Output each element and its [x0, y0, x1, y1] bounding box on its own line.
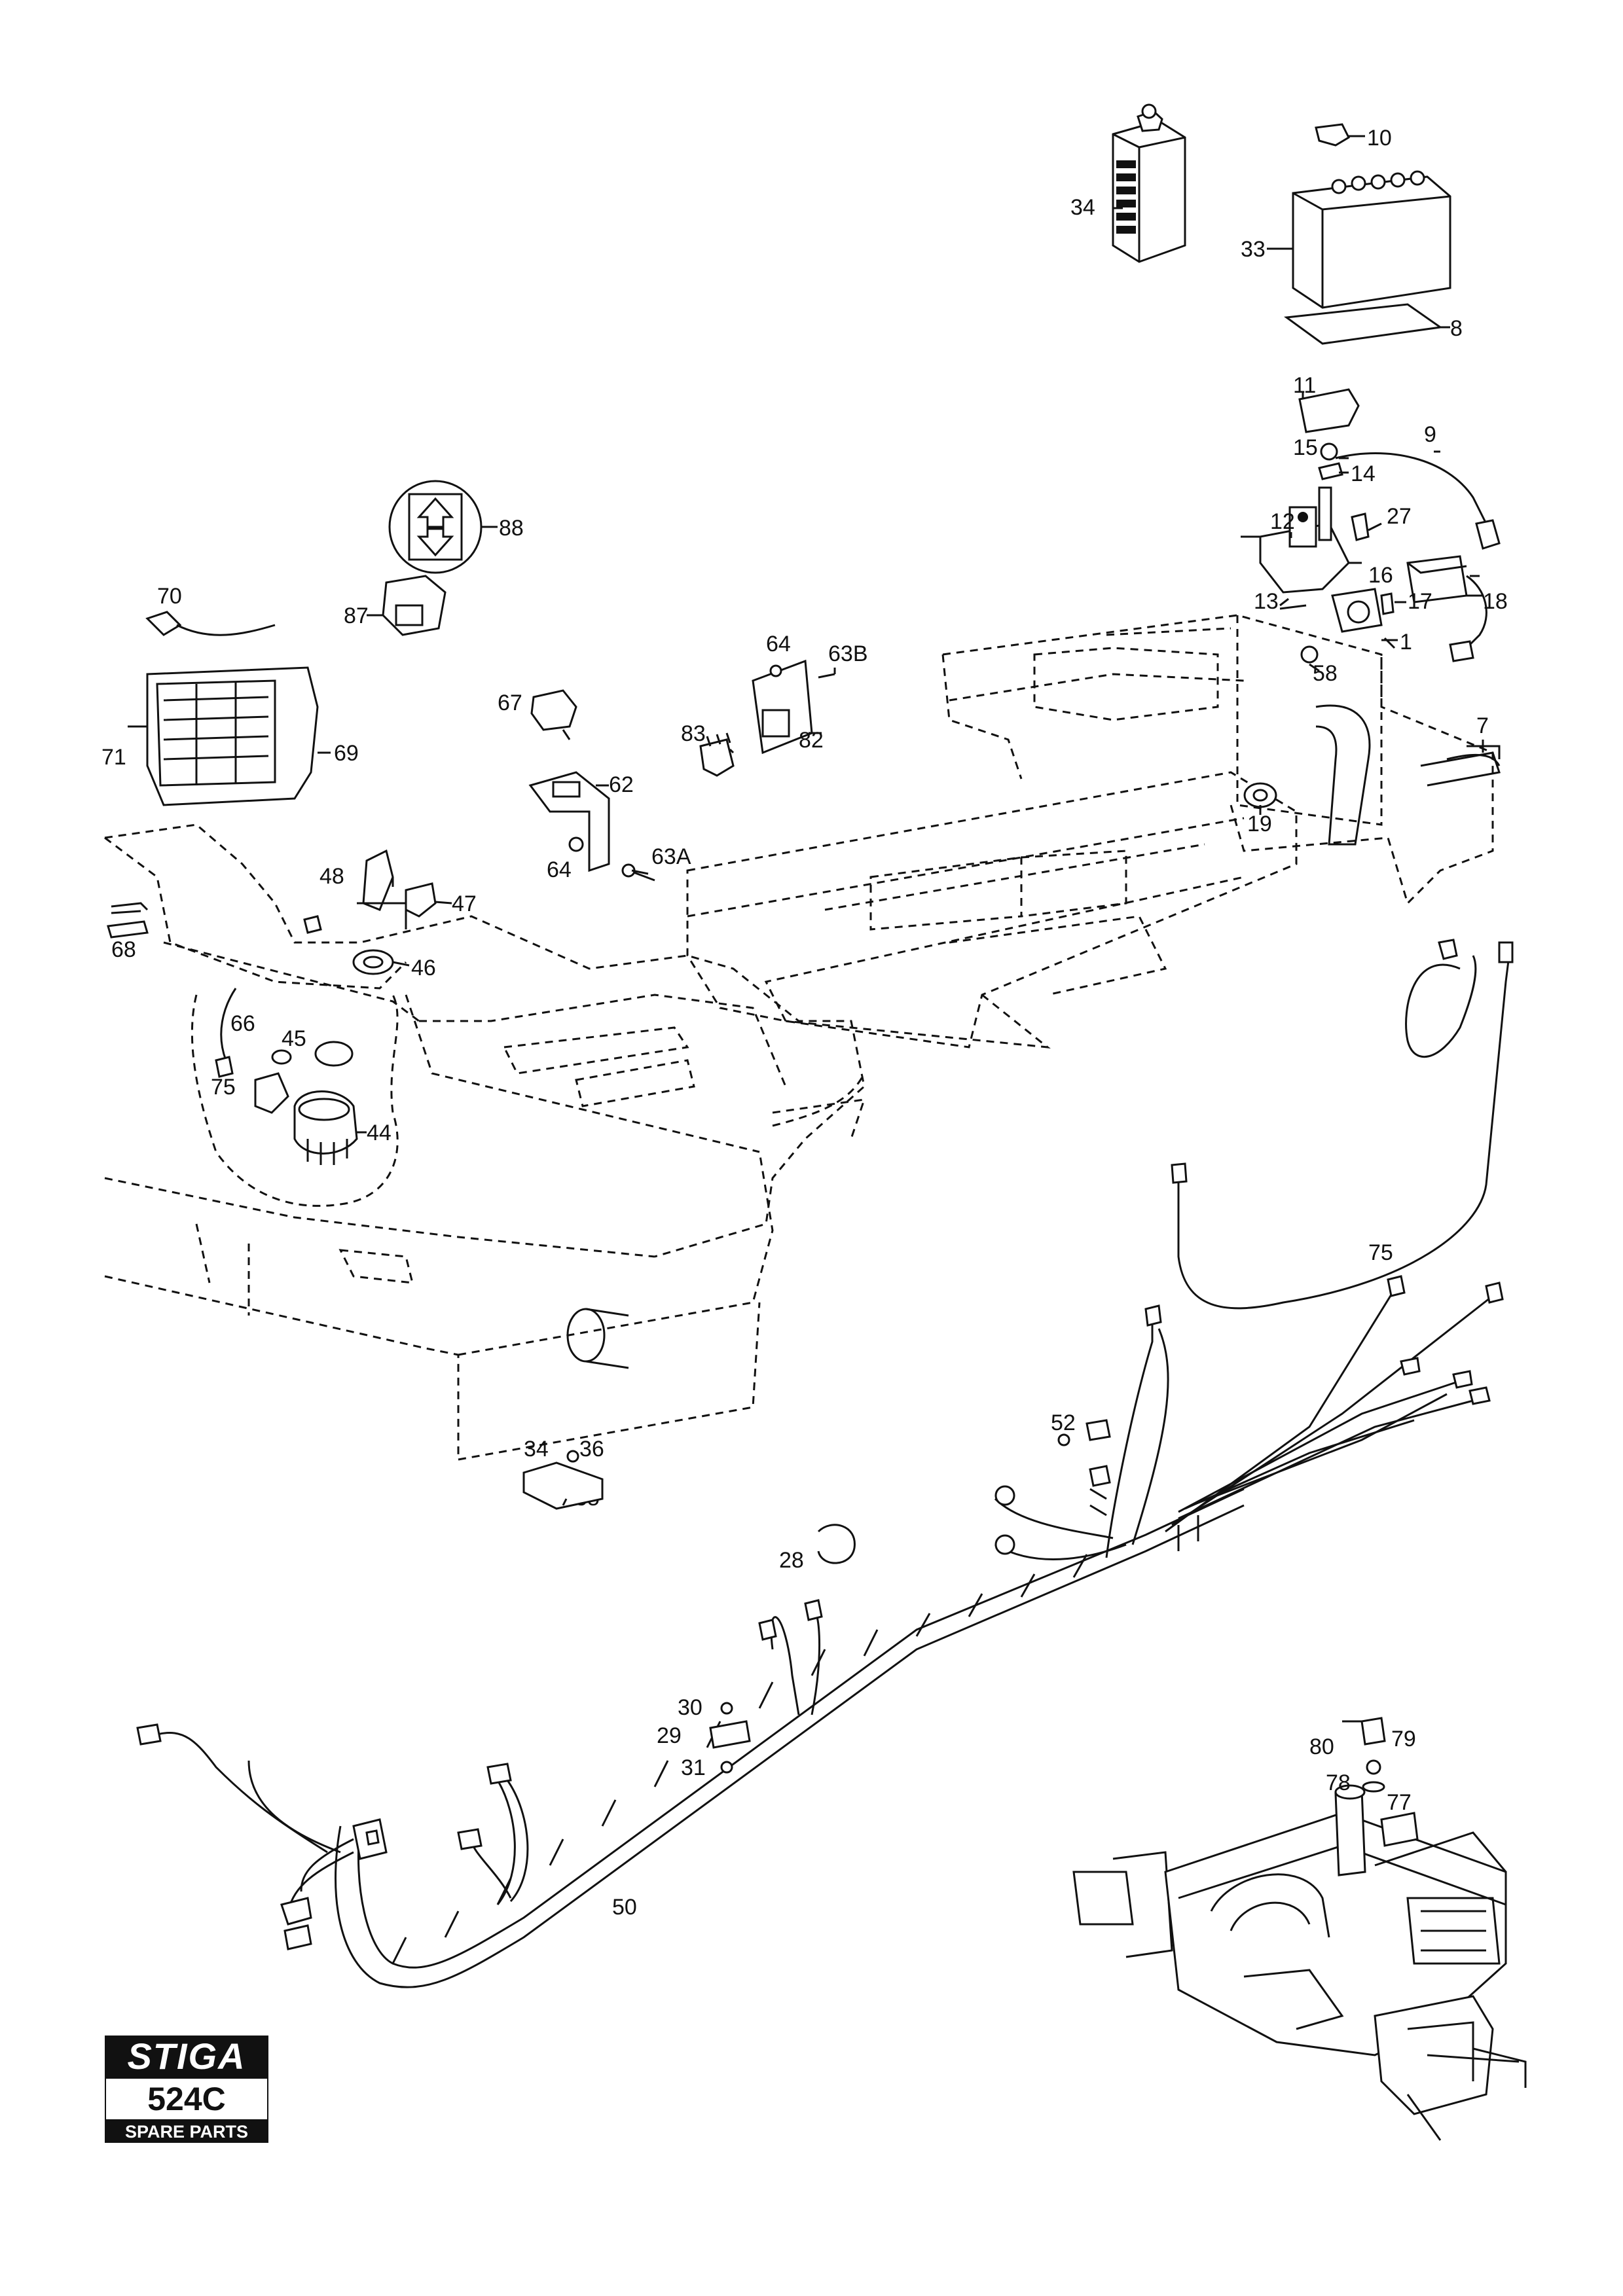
- label-79: 79: [1391, 1727, 1416, 1751]
- label-8: 8: [1450, 316, 1463, 341]
- label-64-upper: 64: [766, 632, 791, 656]
- label-32: 33: [1241, 237, 1266, 262]
- label-64-lower: 64: [547, 857, 572, 882]
- label-50: 50: [612, 1895, 637, 1920]
- label-75: 75: [1368, 1240, 1393, 1265]
- label-44: 44: [367, 1121, 392, 1145]
- logo-brand: STIGA: [105, 2036, 268, 2077]
- label-36: 36: [579, 1437, 604, 1462]
- wire-harness: [136, 939, 1514, 1988]
- label-12: 12: [1270, 509, 1295, 534]
- label-77: 77: [1387, 1790, 1412, 1815]
- label-9: 9: [1424, 422, 1436, 447]
- label-82: 82: [799, 728, 824, 753]
- label-30: 30: [678, 1695, 702, 1720]
- label-58: 58: [1313, 661, 1338, 686]
- label-28: 28: [779, 1548, 804, 1573]
- label-70: 68: [111, 937, 136, 962]
- logo-subtitle: SPARE PARTS: [105, 2121, 268, 2143]
- label-65: 67: [498, 691, 522, 715]
- transmission: [1072, 1717, 1527, 2141]
- label-27: 27: [1387, 504, 1412, 529]
- chassis-outline: [104, 614, 1501, 1461]
- label-11: 11: [1293, 373, 1316, 398]
- label-31: 31: [681, 1755, 706, 1780]
- label-29: 29: [657, 1723, 682, 1748]
- label-88: 88: [499, 516, 524, 541]
- label-47: 47: [452, 891, 477, 916]
- label-71: 71: [101, 745, 126, 770]
- control-parts: [107, 480, 835, 1165]
- label-48: 48: [319, 864, 344, 889]
- label-15: 15: [1293, 435, 1318, 460]
- label-17: 17: [1408, 589, 1432, 614]
- label-68: 70: [157, 584, 182, 609]
- label-62: 62: [609, 772, 634, 797]
- label-69: 75: [211, 1075, 236, 1100]
- label-63B: 63B: [828, 641, 868, 666]
- label-63A: 63A: [651, 844, 691, 869]
- label-14: 14: [1351, 461, 1376, 486]
- leader-lines: [318, 135, 1484, 1134]
- label-46: 46: [411, 956, 436, 980]
- label-83: 83: [681, 721, 706, 746]
- label-87: 87: [344, 603, 369, 628]
- label-45: 45: [282, 1026, 306, 1051]
- label-10: 10: [1367, 126, 1392, 151]
- bracket-34: [522, 1450, 604, 1510]
- label-34: 34: [524, 1437, 549, 1462]
- battery-assembly: [1112, 103, 1501, 808]
- label-66: 66: [230, 1011, 255, 1036]
- label-80: 80: [1309, 1734, 1334, 1759]
- label-7: 7: [1476, 713, 1489, 738]
- label-1: 1: [1400, 630, 1412, 655]
- label-78: 78: [1326, 1770, 1351, 1795]
- label-18: 18: [1483, 589, 1508, 614]
- label-16: 16: [1368, 563, 1393, 588]
- part-number-labels: 34 10 33 8 11 9 15 14 12 27 13 16 17 18 …: [101, 126, 1508, 1920]
- label-67: 69: [334, 741, 359, 766]
- label-52: 52: [1051, 1410, 1076, 1435]
- label-13: 13: [1254, 589, 1279, 614]
- label-19: 19: [1247, 812, 1272, 836]
- label-33: 34: [1070, 195, 1095, 220]
- stiga-logo: STIGA 524C SPARE PARTS: [105, 2036, 268, 2147]
- logo-model: 524C: [105, 2077, 268, 2121]
